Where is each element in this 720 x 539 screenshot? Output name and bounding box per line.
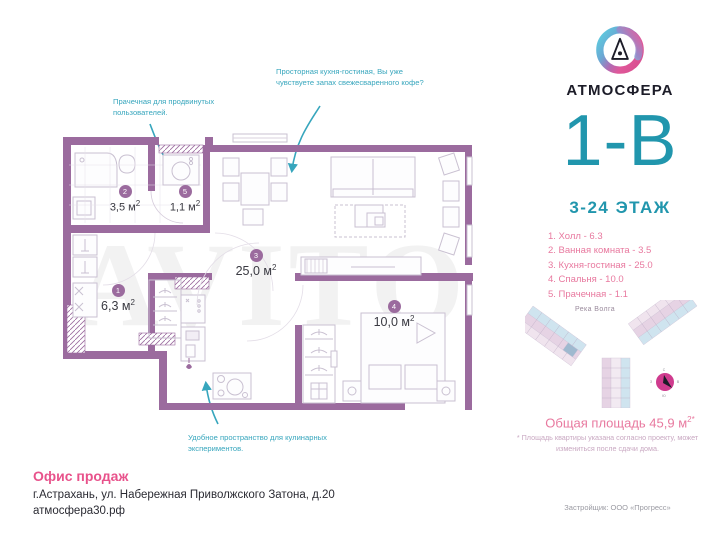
room-tag-bedroom: 4 10,0 м2 [358,300,430,329]
bedroom-furniture [342,312,456,404]
callout-cooking-text: Удобное пространство для кулинарных эксп… [188,433,327,453]
legend-item-bedroom: 4. Спальня - 10.0 [548,274,624,286]
legend-item-laundry: 5. Прачечная - 1.1 [548,288,628,300]
brand-logo: АТМОСФЕРА [560,22,680,99]
total-area-sup: 2* [687,415,695,424]
svg-text:Ю: Ю [662,394,666,398]
brand-name: АТМОСФЕРА [566,82,674,99]
room-number-4: 4 [387,300,401,313]
room-area-kitchen-value: 25,0 м [235,264,272,279]
room-number-3: 3 [249,249,263,262]
room-area-hall-value: 6,3 м [101,299,131,314]
living-room-furniture [300,152,461,276]
callout-kitchen-text: Просторная кухня-гостиная, Вы уже чувств… [276,67,424,87]
room-area-bathroom-value: 3,5 м [109,201,136,214]
apartment-floor-plan [63,133,473,410]
room-tag-hall: 1 6,3 м2 [86,284,150,313]
building-wing-center [601,357,631,408]
plan-windows [232,133,473,316]
plan-walls [63,137,473,410]
bathroom-fixtures [69,147,201,223]
kitchen-appliances [180,294,252,400]
compass-rose-icon: С В Ю З [650,368,680,398]
laundry-fixtures [162,154,200,186]
legend-item-bathroom: 2. Ванная комната - 3.5 [548,245,652,257]
sales-office-website[interactable]: атмосфера30.рф [33,504,125,517]
room-number-1: 1 [111,284,125,297]
floor-range-label: 3-24 ЭТАЖ [569,198,671,217]
room-area-laundry-value: 1,1 м [169,201,196,214]
room-tag-bathroom: 2 3,5 м2 [95,185,155,214]
atmosphere-circle-logo-icon [596,26,644,74]
svg-text:В: В [677,380,680,384]
svg-text:З: З [650,380,652,384]
room-area-hall: 6,3 м2 [101,298,135,314]
hall-closet-fixtures [72,234,182,339]
room-number-5: 5 [178,185,192,198]
area-disclaimer: * Площадь квартиры указана согласно прое… [516,433,699,453]
room-area-kitchen-living: 25,0 м2 [235,263,277,279]
sales-office-title: Офис продаж [33,468,129,484]
legend-item-hall: 1. Холл - 6.3 [548,231,603,242]
room-legend: 1. Холл - 6.3 2. Ванная комната - 3.5 3.… [548,230,720,302]
dining-furniture [222,157,288,226]
bedroom-closet-fixtures [302,324,338,404]
callout-laundry-text: Прачечная для продвинутых пользователей. [113,97,215,117]
room-number-2: 2 [118,185,132,198]
room-area-bathroom: 3,5 м2 [109,199,141,214]
hanger-icons [153,288,177,326]
room-area-bedroom-value: 10,0 м [373,315,410,330]
total-area-label: Общая площадь 45,9 м2* [520,415,720,430]
site-location-diagram: С В Ю З [525,300,698,408]
page-title: 1-В [562,101,678,181]
total-area-text: Общая площадь 45,9 м [545,415,688,431]
river-label: Река Волга [575,306,616,313]
room-area-bedroom: 10,0 м2 [373,314,415,330]
room-area-laundry: 1,1 м2 [169,199,201,214]
room-tag-laundry: 5 1,1 м2 [155,185,215,214]
svg-text:С: С [663,368,666,372]
sales-office-address: г.Астрахань, ул. Набережная Приволжского… [33,489,335,501]
legend-item-kitchen: 3. Кухня-гостиная - 25.0 [548,259,653,271]
building-wing-left [525,305,587,367]
building-wing-right [628,300,698,346]
room-tag-kitchen-living: 3 25,0 м2 [218,249,294,278]
sales-office-block: Офис продаж г.Астрахань, ул. Набережная … [33,468,453,520]
developer-credit: Застройщик: ООО «Прогресс» [564,503,671,512]
